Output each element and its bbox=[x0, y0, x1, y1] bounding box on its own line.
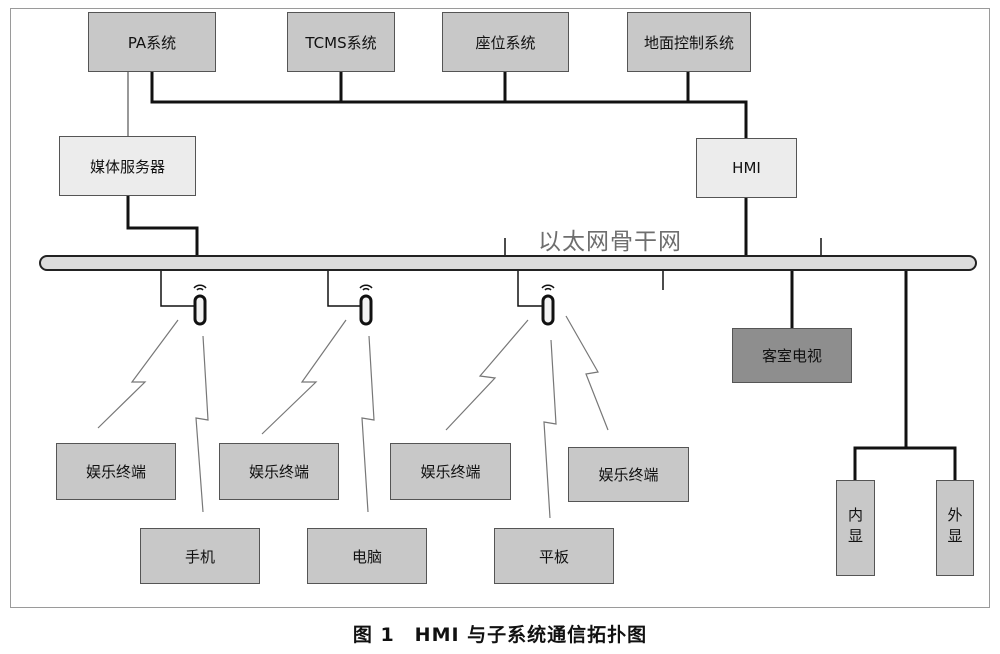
top-bus-line bbox=[150, 72, 690, 104]
ap3-feed bbox=[517, 270, 544, 307]
computer-terminal: 电脑 bbox=[307, 528, 427, 584]
media-server-box: 媒体服务器 bbox=[59, 136, 196, 196]
wireless-link bbox=[565, 315, 609, 431]
hmi-label: HMI bbox=[732, 159, 761, 177]
wireless-link bbox=[195, 335, 209, 513]
ap2-feed bbox=[327, 270, 360, 307]
outer-display-box: 外显 bbox=[936, 480, 974, 576]
entertainment-terminal-label: 娱乐终端 bbox=[420, 463, 481, 481]
cabin-tv-box: 客室电视 bbox=[732, 328, 852, 383]
ground-control-system-label: 地面控制系统 bbox=[643, 33, 734, 52]
entertainment-terminal-label: 娱乐终端 bbox=[85, 463, 146, 481]
backbone-label: 以太网骨干网 bbox=[538, 229, 682, 255]
inner-display-label: 内显 bbox=[846, 507, 864, 549]
tcms-system-box: TCMS系统 bbox=[287, 12, 395, 72]
entertainment-terminal-label: 娱乐终端 bbox=[598, 466, 659, 484]
entertainment-terminal-label: 娱乐终端 bbox=[248, 463, 309, 481]
seat-system-box: 座位系统 bbox=[442, 12, 569, 72]
wireless-link bbox=[445, 319, 529, 431]
entertainment-terminal-3: 娱乐终端 bbox=[390, 443, 511, 500]
pa-system-label: PA系统 bbox=[127, 33, 177, 52]
phone-terminal: 手机 bbox=[140, 528, 260, 584]
hmi-uplink bbox=[688, 100, 748, 138]
entertainment-terminal-2: 娱乐终端 bbox=[219, 443, 339, 500]
wireless-link bbox=[543, 339, 557, 519]
seat-system-label: 座位系统 bbox=[475, 33, 536, 52]
pa-system-box: PA系统 bbox=[88, 12, 216, 72]
access-point-2 bbox=[359, 284, 373, 326]
tablet-terminal: 平板 bbox=[494, 528, 614, 584]
wireless-link bbox=[361, 335, 375, 513]
entertainment-terminal-1: 娱乐终端 bbox=[56, 443, 176, 500]
tablet-label: 平板 bbox=[538, 547, 569, 566]
outer-display-label: 外显 bbox=[945, 507, 964, 549]
ground-control-system-box: 地面控制系统 bbox=[627, 12, 751, 72]
computer-label: 电脑 bbox=[351, 547, 382, 566]
access-point-1 bbox=[193, 284, 207, 326]
access-point-3 bbox=[541, 284, 555, 326]
display-branch bbox=[853, 270, 957, 480]
media-server-label: 媒体服务器 bbox=[89, 157, 165, 176]
tcms-system-label: TCMS系统 bbox=[305, 33, 377, 52]
diagram-frame bbox=[10, 8, 990, 608]
ethernet-backbone bbox=[39, 255, 977, 271]
media-server-link bbox=[126, 196, 199, 262]
phone-label: 手机 bbox=[184, 547, 215, 566]
cabin-tv-label: 客室电视 bbox=[761, 347, 822, 365]
hmi-box: HMI bbox=[696, 138, 797, 198]
entertainment-terminal-4: 娱乐终端 bbox=[568, 447, 689, 502]
wireless-link bbox=[97, 319, 179, 429]
ap1-feed bbox=[160, 270, 195, 307]
wireless-link bbox=[261, 319, 347, 435]
inner-display-box: 内显 bbox=[836, 480, 875, 576]
figure-caption: 图 1 HMI 与子系统通信拓扑图 bbox=[352, 624, 648, 646]
